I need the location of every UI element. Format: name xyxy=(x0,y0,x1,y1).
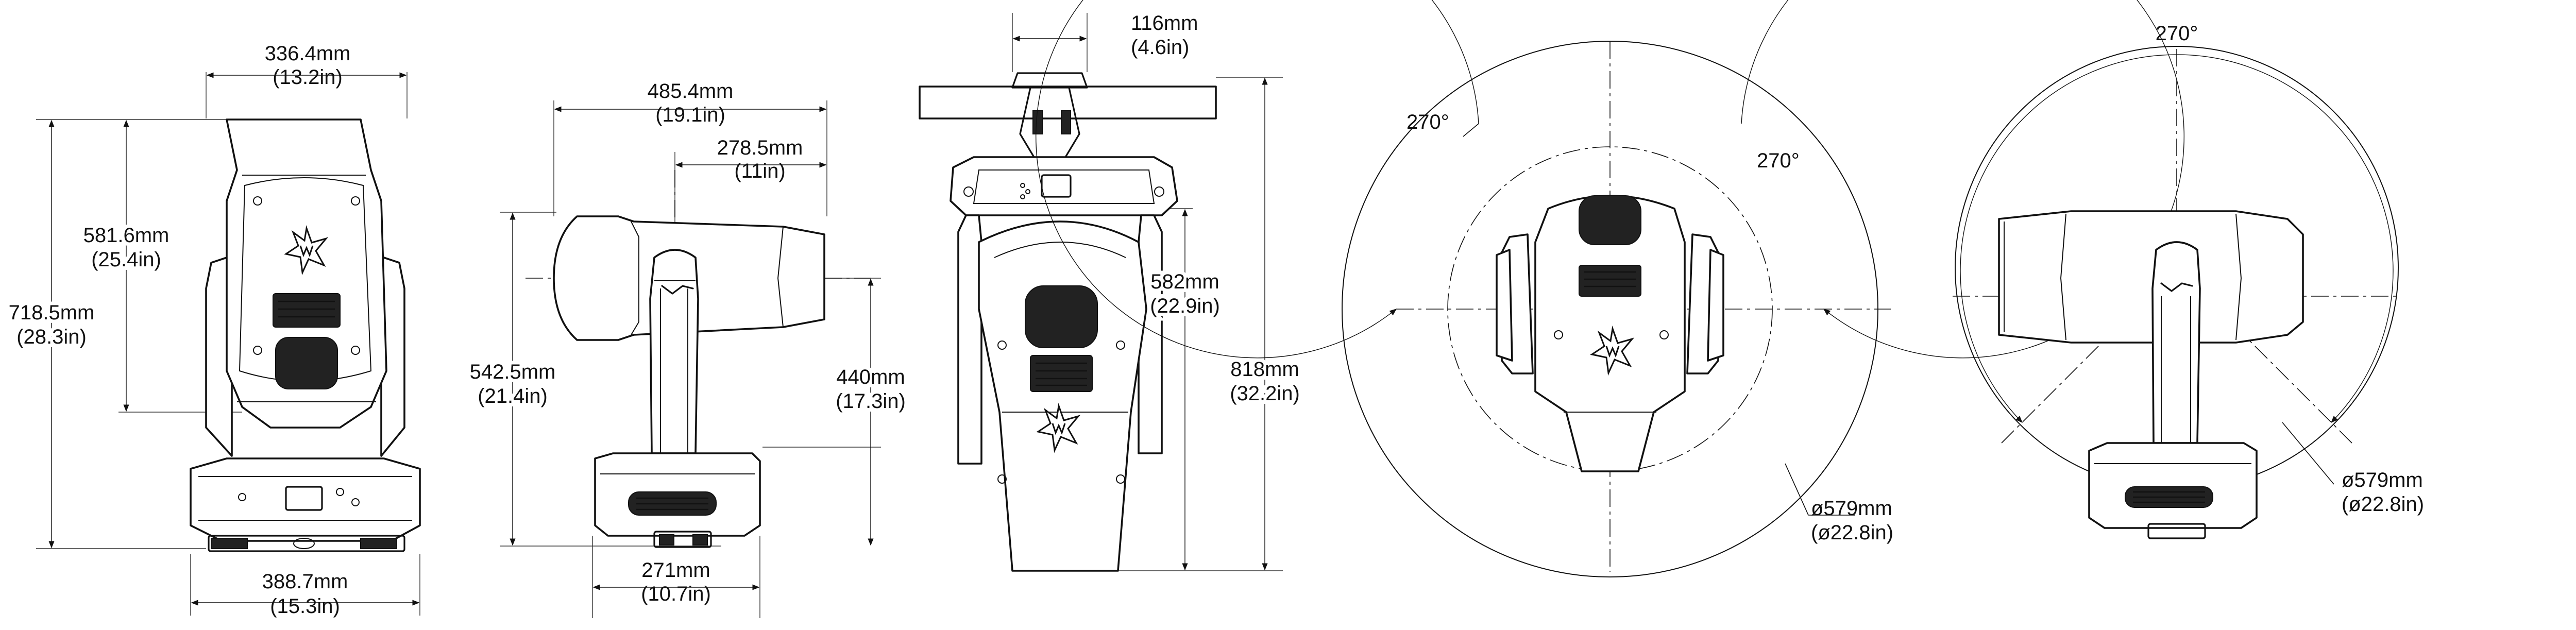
front-top-width-in: (13.2in) xyxy=(273,66,343,89)
top-pan-left-label: 270° xyxy=(1406,111,1449,133)
front-total-height-mm: 718.5mm xyxy=(9,301,95,324)
side-head-offset-in: (11in) xyxy=(734,160,785,182)
rotation-tilt-label: 270° xyxy=(2156,22,2198,45)
side-tilt-height-mm: 440mm xyxy=(836,366,905,388)
rotation-swing-diameter-mm: ø579mm xyxy=(2342,469,2423,491)
top-swing-diameter-mm: ø579mm xyxy=(1811,497,1892,520)
front-base-width-mm: 388.7mm xyxy=(262,570,348,593)
side-height-mm: 542.5mm xyxy=(470,361,556,383)
back-head-height-mm: 582mm xyxy=(1150,270,1219,293)
back-view: 116mm (4.6in) 582mm (22.9in) 818mm (32.2… xyxy=(919,12,1303,572)
front-body-height-mm: 581.6mm xyxy=(83,224,170,247)
side-view: 485.4mm (19.1in) 278.5mm (11in) 542.5mm … xyxy=(466,80,909,618)
front-base-width-in: (15.3in) xyxy=(270,595,340,618)
side-base-depth-in: (10.7in) xyxy=(641,583,711,605)
back-clamp-width-mm: 116mm xyxy=(1131,12,1198,35)
front-view: 336.4mm (13.2in) 581.6mm (25.4in) 718.5m… xyxy=(5,42,421,618)
top-view: 270° 270° ø579mm (ø22.8in) xyxy=(1036,0,2184,577)
side-tilt-height-in: (17.3in) xyxy=(836,390,906,413)
side-rotation-view: 270° ø579mm (ø22.8in) xyxy=(1953,22,2424,539)
front-total-height-in: (28.3in) xyxy=(16,326,87,348)
side-head-length-in: (19.1in) xyxy=(655,104,725,126)
side-head-length-mm: 485.4mm xyxy=(648,80,734,103)
front-top-width-mm: 336.4mm xyxy=(265,42,351,65)
side-base-depth-mm: 271mm xyxy=(641,559,710,582)
back-head-height-in: (22.9in) xyxy=(1150,295,1220,317)
rotation-swing-diameter-in: (ø22.8in) xyxy=(2342,493,2424,516)
front-body-height-in: (25.4in) xyxy=(91,248,161,271)
side-height-in: (21.4in) xyxy=(478,385,548,407)
back-total-height-in: (32.2in) xyxy=(1230,382,1300,405)
top-swing-diameter-in: (ø22.8in) xyxy=(1811,521,1893,544)
back-total-height-mm: 818mm xyxy=(1230,358,1299,381)
side-head-offset-mm: 278.5mm xyxy=(717,137,803,159)
top-pan-right-label: 270° xyxy=(1757,149,1800,172)
back-clamp-width-in: (4.6in) xyxy=(1131,36,1189,59)
